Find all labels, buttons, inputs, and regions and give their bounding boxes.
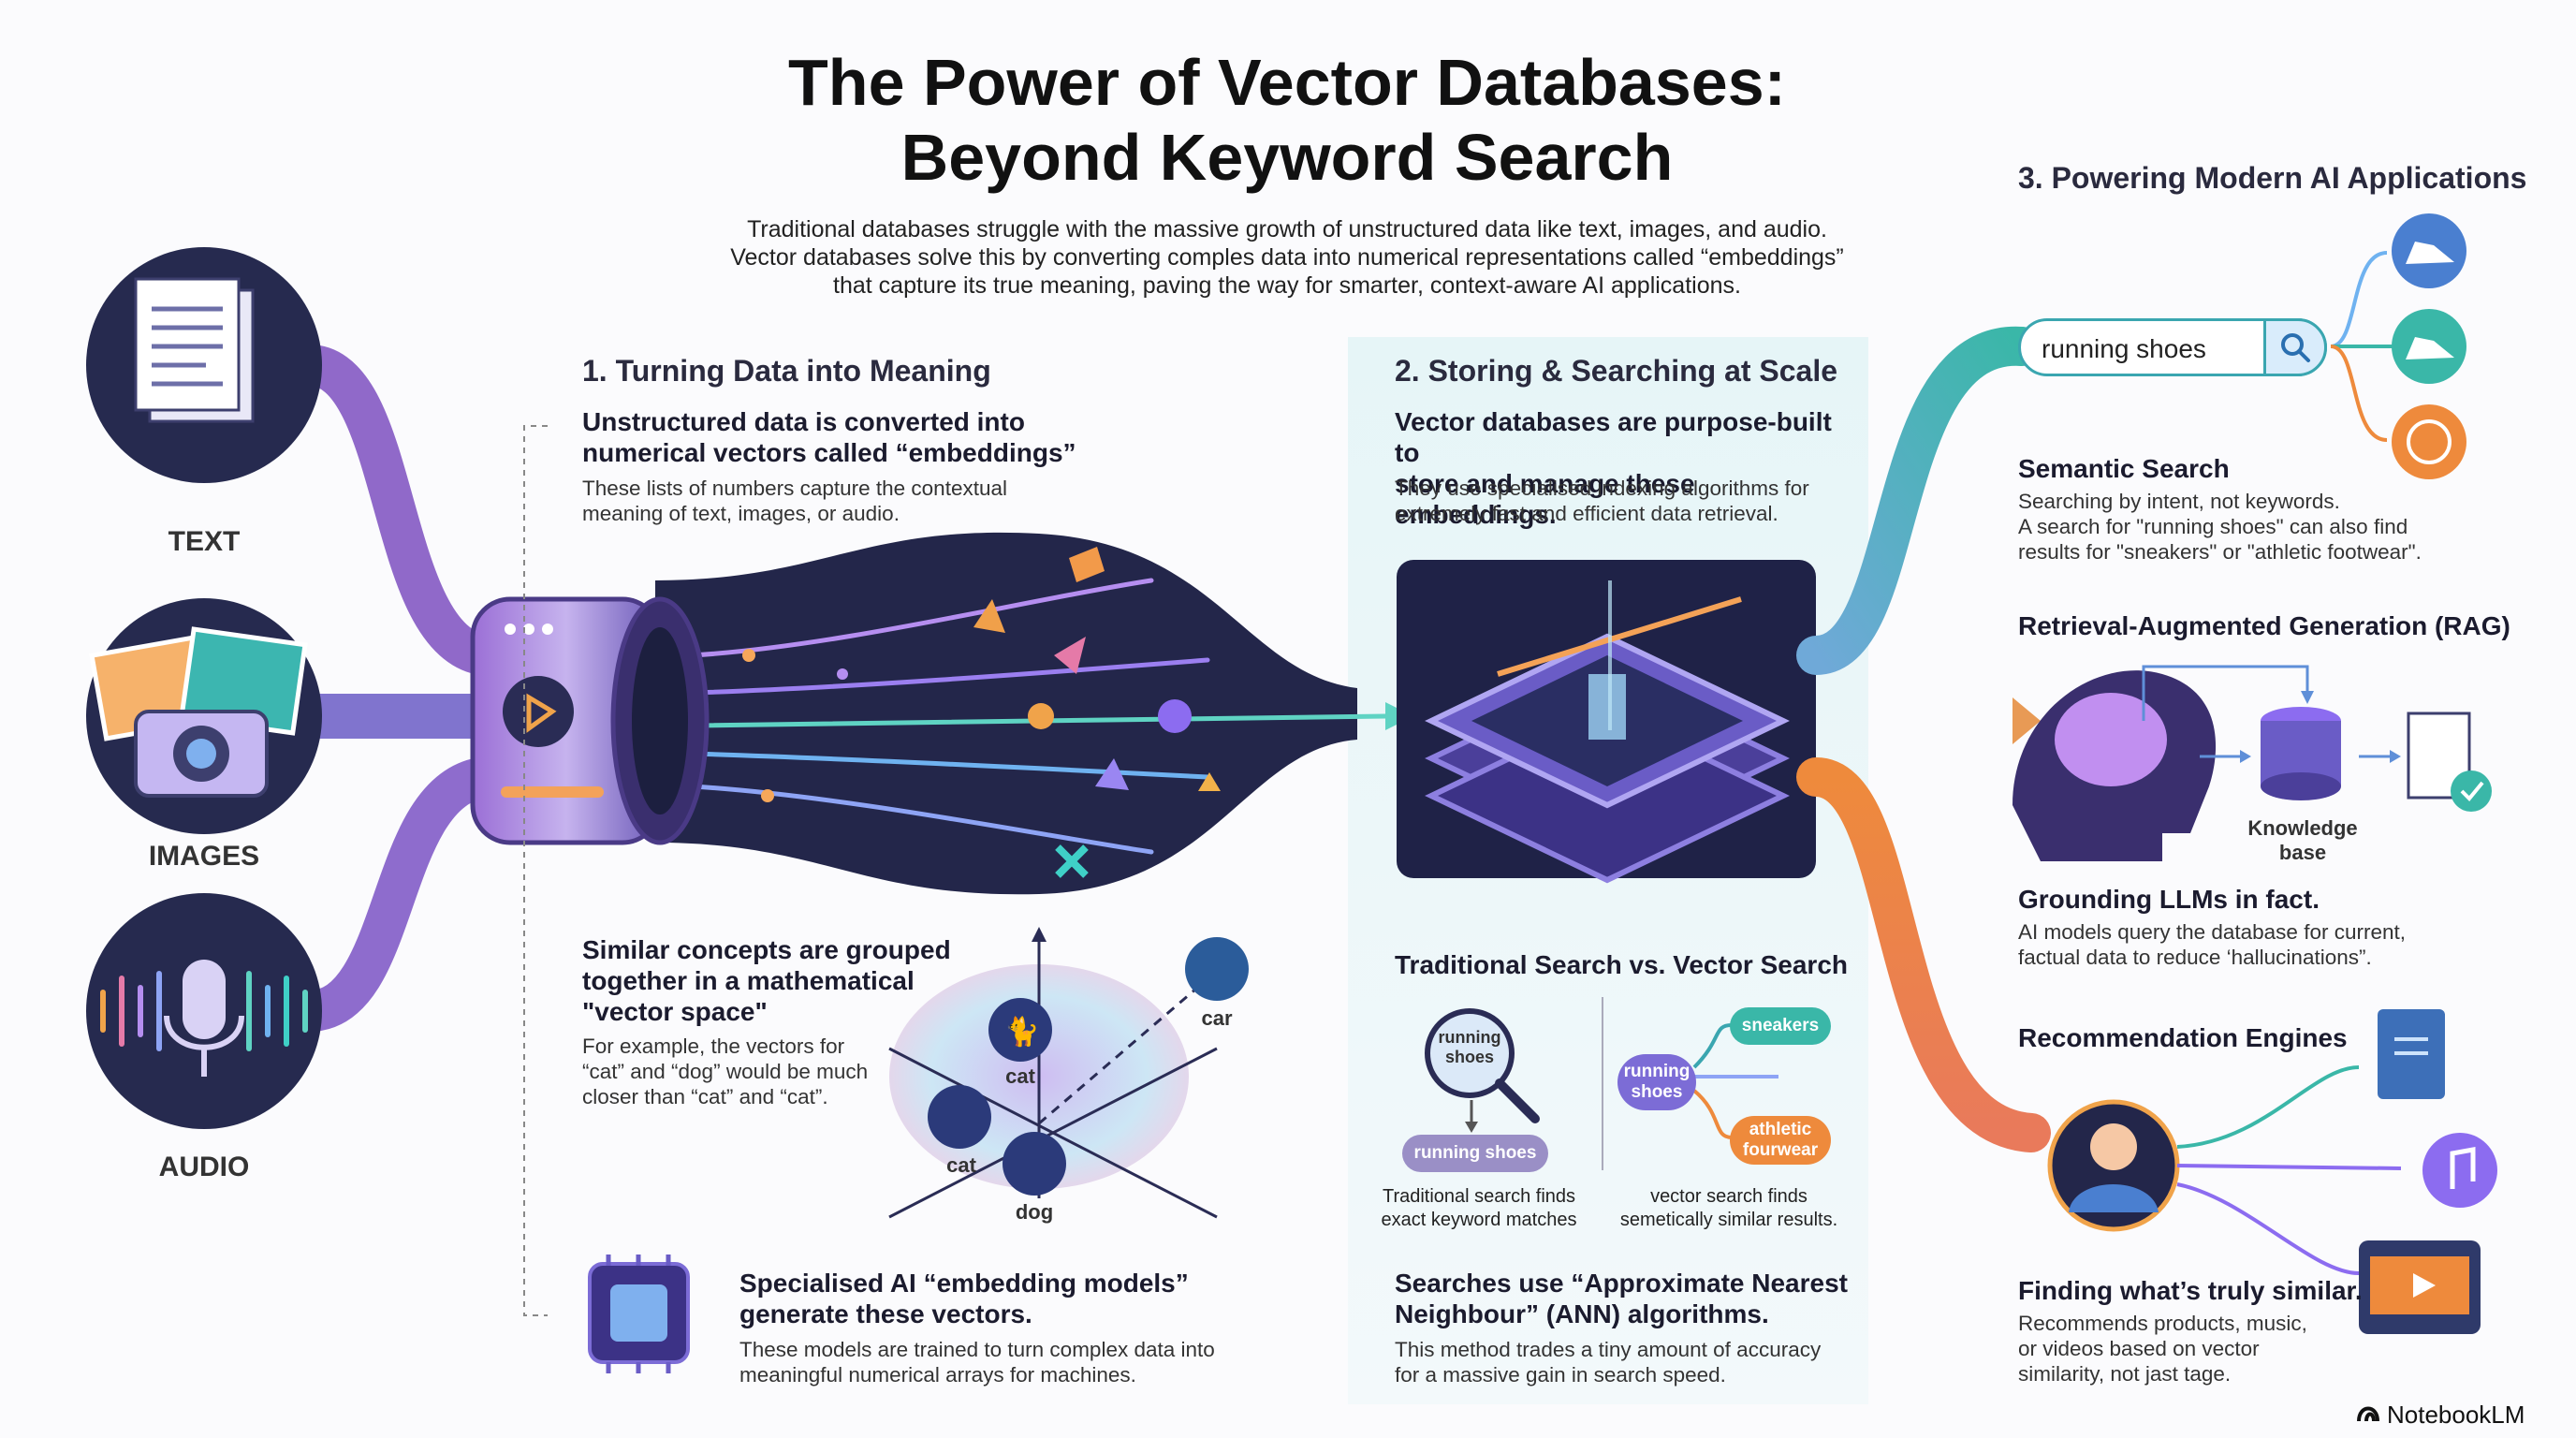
- section1-block1-title: Unstructured data is converted into nume…: [582, 406, 1181, 468]
- vec-result2-l1: athletic: [1749, 1120, 1812, 1139]
- similar-body-l2: or videos based on vector: [2018, 1337, 2260, 1360]
- svg-text:🐈: 🐈: [1004, 1015, 1039, 1049]
- search-value: running shoes: [2042, 334, 2206, 363]
- lens-text: running shoes: [1432, 1028, 1507, 1067]
- section2-block2-body: This method trades a tiny amount of accu…: [1395, 1337, 1881, 1387]
- vector-label-cat-2: cat: [946, 1153, 976, 1177]
- vector-label-car: car: [1201, 1006, 1233, 1030]
- s2b1-title-l2: store and manage these embeddings.: [1395, 469, 1695, 529]
- title-line-2: Beyond Keyword Search: [900, 121, 1674, 194]
- s1b3-body-l2: meaningful numerical arrays for machines…: [739, 1363, 1136, 1387]
- vec-source-l2: shoes: [1631, 1082, 1683, 1102]
- s2b1-body-l2: extremely fast and efficient data retrie…: [1395, 502, 1778, 525]
- s2b2-body-l2: for a massive gain in search speed.: [1395, 1363, 1726, 1387]
- vec-caption-l1: vector search finds: [1650, 1186, 1808, 1207]
- knowledge-base-label: Knowledge base: [2247, 816, 2359, 865]
- section2-block2-title: Searches use “Approximate Nearest Neighb…: [1395, 1268, 1881, 1329]
- s1b1-body-l1: These lists of numbers capture the conte…: [582, 477, 1007, 500]
- section1-block2-title: Similar concepts are grouped together in…: [582, 934, 975, 1027]
- section1-block2-body: For example, the vectors for “cat” and “…: [582, 1034, 900, 1109]
- vec-caption: vector search finds semetically similar …: [1603, 1185, 1855, 1232]
- semantic-search-box[interactable]: running shoes: [2018, 318, 2327, 376]
- semantic-body-l1: Searching by intent, not keywords.: [2018, 490, 2340, 513]
- section1-block1-body: These lists of numbers capture the conte…: [582, 476, 1181, 526]
- grounding-body-l1: AI models query the database for current…: [2018, 920, 2406, 944]
- similar-body: Recommends products, music, or videos ba…: [2018, 1311, 2393, 1387]
- lens-text-l2: shoes: [1444, 1048, 1495, 1066]
- semantic-body-l3: results for "sneakers" or "athletic foot…: [2018, 540, 2422, 564]
- kb-label-l2: base: [2278, 841, 2327, 864]
- s1b2-body-l1: For example, the vectors for: [582, 1034, 845, 1058]
- s2b1-body-l1: They use specialised indexing algorithms…: [1395, 477, 1809, 500]
- section1-block3-body: These models are trained to turn complex…: [739, 1337, 1357, 1387]
- page-title: The Power of Vector Databases: Beyond Ke…: [655, 45, 1919, 195]
- semantic-body: Searching by intent, not keywords. A sea…: [2018, 489, 2542, 565]
- section2-block1-body: They use specialised indexing algorithms…: [1395, 476, 1863, 526]
- grounding-title: Grounding LLMs in fact.: [2018, 885, 2320, 914]
- s2b2-title-l1: Searches use “Approximate Nearest: [1395, 1269, 1848, 1298]
- intro-text: Traditional databases struggle with the …: [693, 215, 1881, 300]
- kb-label-l1: Knowledge: [2247, 816, 2358, 840]
- s2b2-body-l1: This method trades a tiny amount of accu…: [1395, 1338, 1822, 1361]
- similar-body-l1: Recommends products, music,: [2018, 1312, 2307, 1335]
- rec-title: Recommendation Engines: [2018, 1023, 2348, 1052]
- s1b2-body-l3: closer than “cat” and “cat”.: [582, 1085, 828, 1108]
- grounding-body-l2: factual data to reduce ‘hallucinations”.: [2018, 946, 2372, 969]
- vec-source-l1: running: [1623, 1062, 1690, 1081]
- grounding-body: AI models query the database for current…: [2018, 919, 2542, 970]
- semantic-body-l2: A search for "running shoes" can also fi…: [2018, 515, 2408, 538]
- s2b2-title-l2: Neighbour” (ANN) algorithms.: [1395, 1299, 1769, 1328]
- section3-heading: 3. Powering Modern AI Applications: [2018, 161, 2527, 195]
- vector-label-cat-1: cat: [1005, 1064, 1035, 1088]
- trad-result-pill: running shoes: [1402, 1135, 1548, 1172]
- intro-line-3: that capture its true meaning, paving th…: [833, 272, 1741, 299]
- semantic-title: Semantic Search: [2018, 454, 2230, 483]
- intro-line-2: Vector databases solve this by convertin…: [730, 244, 1844, 271]
- s1b3-body-l1: These models are trained to turn complex…: [739, 1338, 1215, 1361]
- audio-label: AUDIO: [158, 1152, 250, 1182]
- title-line-1: The Power of Vector Databases:: [788, 46, 1786, 119]
- section1-block3-title: Specialised AI “embedding models” genera…: [739, 1268, 1357, 1329]
- s1b3-title-l1: Specialised AI “embedding models”: [739, 1269, 1189, 1298]
- s1b1-body-l2: meaning of text, images, or audio.: [582, 502, 900, 525]
- intro-line-1: Traditional databases struggle with the …: [747, 216, 1827, 242]
- s2b1-title-l1: Vector databases are purpose-built to: [1395, 407, 1832, 467]
- s1b1-title-l1: Unstructured data is converted into: [582, 407, 1025, 436]
- images-label: IMAGES: [148, 841, 260, 872]
- trad-caption-l2: exact keyword matches: [1381, 1210, 1577, 1230]
- similar-title: Finding what’s truly similar.: [2018, 1276, 2363, 1305]
- vector-label-dog: dog: [1015, 1200, 1054, 1224]
- s1b2-body-l2: “cat” and “dog” would be much: [582, 1060, 869, 1083]
- s1b2-title-l2: together in a mathematical: [582, 966, 915, 995]
- search-icon: [2281, 333, 2310, 362]
- section2-block1-title: Vector databases are purpose-built to st…: [1395, 406, 1863, 530]
- compare-heading: Traditional Search vs. Vector Search: [1395, 950, 1848, 979]
- section2-heading: 2. Storing & Searching at Scale: [1395, 354, 1838, 388]
- s1b3-title-l2: generate these vectors.: [739, 1299, 1032, 1328]
- vec-result2-l2: fourwear: [1742, 1140, 1819, 1160]
- search-button[interactable]: [2263, 318, 2327, 376]
- trad-caption-l1: Traditional search finds: [1382, 1186, 1576, 1207]
- s1b2-title-l3: "vector space": [582, 997, 768, 1026]
- similar-body-l3: similarity, not jast tage.: [2018, 1362, 2232, 1386]
- vector-result-sneakers: sneakers: [1730, 1007, 1831, 1045]
- lens-text-l1: running: [1438, 1028, 1501, 1047]
- notebooklm-brand: NotebookLM: [2387, 1401, 2525, 1429]
- rag-title: Retrieval-Augmented Generation (RAG): [2018, 611, 2510, 640]
- s1b1-title-l2: numerical vectors called “embeddings”: [582, 438, 1076, 467]
- trad-caption: Traditional search finds exact keyword m…: [1367, 1185, 1591, 1232]
- section1-heading: 1. Turning Data into Meaning: [582, 354, 991, 388]
- s1b2-title-l1: Similar concepts are grouped: [582, 935, 951, 964]
- vec-caption-l2: semetically similar results.: [1619, 1210, 1838, 1230]
- text-label: TEXT: [168, 526, 241, 557]
